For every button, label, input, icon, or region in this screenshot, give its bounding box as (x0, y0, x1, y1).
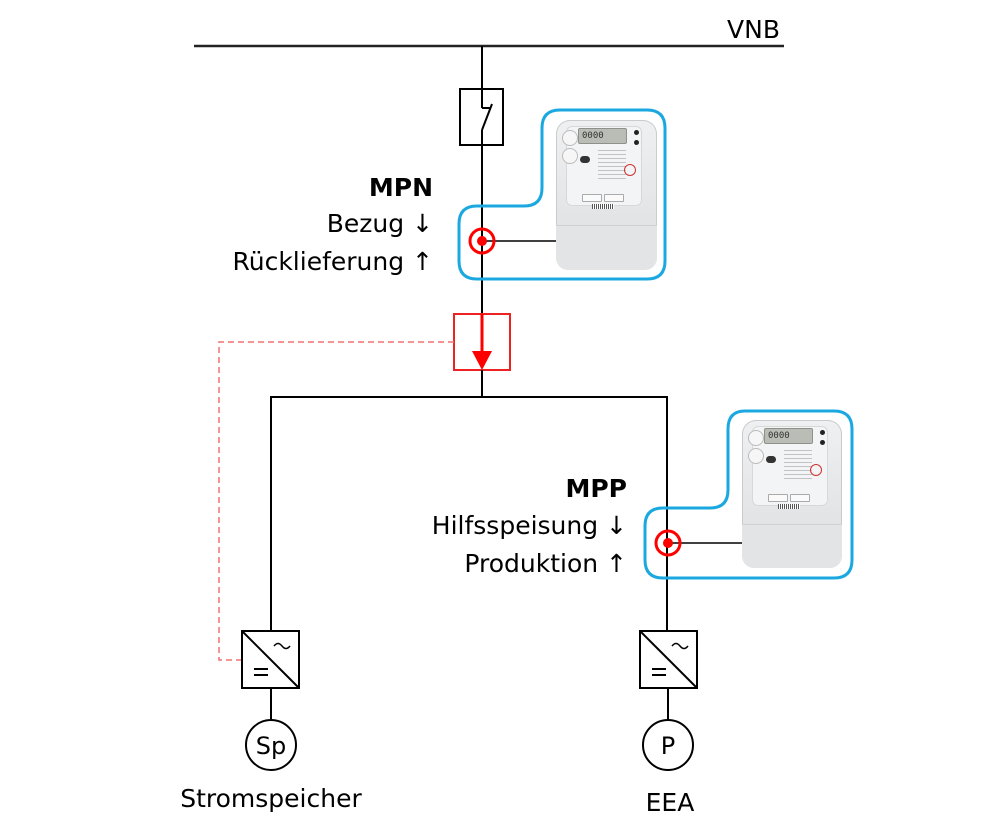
meter-display: 0000 (764, 428, 813, 444)
meter-led (820, 430, 825, 435)
generator-label: EEA (646, 788, 695, 817)
storage-symbol-circle (245, 719, 297, 771)
storage-symbol-text: Sp (256, 732, 286, 760)
mpn-highlight-outline (457, 108, 667, 281)
mpp-measure-point-icon (654, 529, 682, 557)
meter-button (768, 494, 788, 502)
meter-specs (598, 150, 626, 180)
meter-terminal-cover (556, 225, 657, 270)
mpp-electricity-meter: 0000 (742, 420, 842, 568)
meter-knob (562, 148, 578, 164)
mpn-consumption-label: Bezug ↓ (327, 209, 433, 238)
meter-optical-port (580, 156, 590, 163)
meter-led (634, 130, 639, 135)
meter-button (582, 194, 602, 202)
meter-barcode (592, 204, 614, 209)
meter-display: 0000 (578, 128, 627, 144)
meter-terminal-cover (742, 524, 842, 568)
meter-display-value: 0000 (582, 131, 604, 141)
meter-knob (562, 130, 578, 146)
storage-label: Stromspeicher (180, 784, 362, 813)
meter-knob (748, 430, 764, 446)
storage-inverter-icon (241, 630, 300, 689)
mpp-highlight-outline (643, 409, 854, 580)
meter-specs (784, 450, 812, 480)
meter-seal (810, 464, 822, 476)
branch-busbar (270, 396, 668, 631)
power-flow-sensor-icon (453, 313, 511, 397)
meter-barcode (778, 504, 800, 509)
mpn-measure-point-icon (468, 227, 496, 255)
meter-led (634, 140, 639, 145)
mpp-title: MPP (565, 474, 627, 503)
meter-display-value: 0000 (768, 431, 790, 441)
grid-label: VNB (727, 15, 780, 44)
generator-symbol-circle (642, 719, 694, 771)
mpp-auxiliary-supply-label: Hilfsspeisung ↓ (432, 511, 627, 540)
mpn-title: MPN (369, 173, 433, 202)
mpp-production-label: Produktion ↑ (464, 549, 627, 578)
generator-symbol-text: P (661, 732, 675, 760)
meter-knob (748, 448, 764, 464)
meter-optical-port (766, 456, 776, 463)
meter-led (820, 440, 825, 445)
mpn-electricity-meter: 0000 (556, 120, 657, 270)
meter-seal (624, 164, 636, 176)
main-switch-icon (459, 46, 504, 160)
control-signal-dashed-line (218, 341, 454, 661)
meter-button (604, 194, 624, 202)
generator-inverter-icon (639, 630, 698, 689)
mpn-feedin-label: Rücklieferung ↑ (232, 247, 433, 276)
meter-button (790, 494, 810, 502)
